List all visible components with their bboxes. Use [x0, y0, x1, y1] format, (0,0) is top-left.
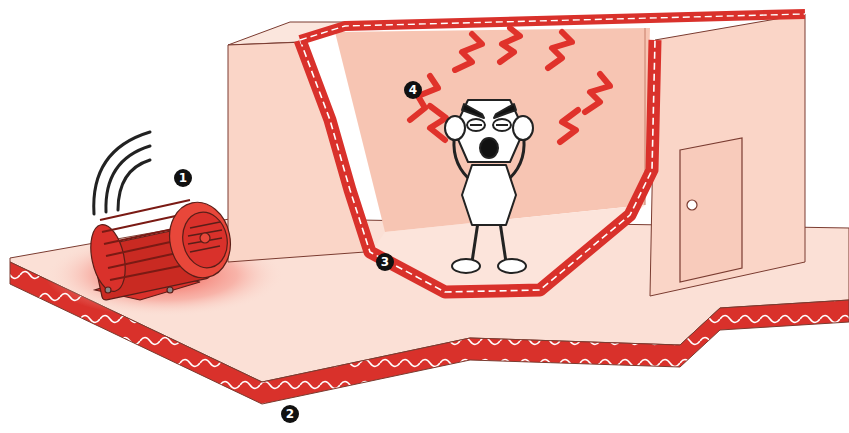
- callout-number: 4: [404, 81, 422, 99]
- interior-wall: [335, 28, 650, 232]
- callout-number: 3: [376, 253, 394, 271]
- annoyed-person: [445, 100, 533, 273]
- vibration-arcs: [94, 132, 150, 214]
- wall-top-section: [300, 14, 805, 40]
- electric-motor: [85, 197, 237, 301]
- callout-number: 1: [174, 169, 192, 187]
- door-knob: [687, 200, 697, 210]
- door: [680, 138, 742, 282]
- room-right-face: [650, 14, 805, 296]
- callout-number: 2: [281, 405, 299, 423]
- noise-squiggles: [410, 28, 610, 142]
- wall-section: [300, 40, 655, 292]
